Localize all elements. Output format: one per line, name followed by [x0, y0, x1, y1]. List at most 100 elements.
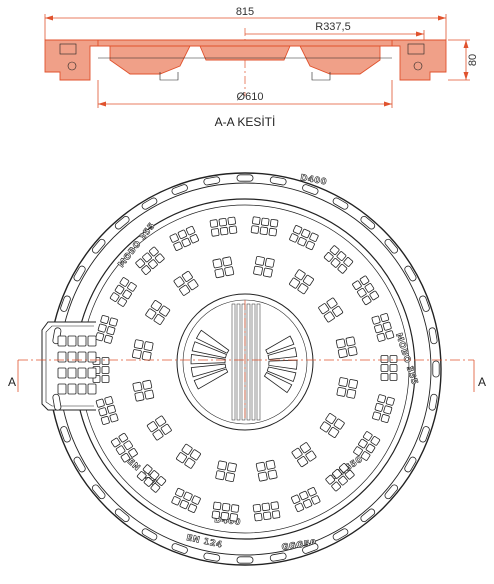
grid-cell	[325, 474, 336, 485]
section-marker-left: A	[8, 375, 16, 389]
grid-cell	[181, 443, 193, 455]
grid-pad	[215, 460, 237, 483]
grid-cell	[175, 487, 185, 498]
grid-cell	[214, 268, 225, 279]
grid-pad	[135, 246, 165, 275]
grid-cell	[221, 502, 231, 512]
frame-slot	[91, 238, 106, 254]
grid-cell	[101, 366, 110, 374]
grid-cell	[291, 447, 303, 459]
grid-cell	[229, 513, 238, 522]
grid-cell	[228, 225, 238, 235]
frame-slot	[404, 265, 417, 282]
grid-cell	[101, 357, 110, 365]
hinge-grid-cell	[57, 367, 67, 379]
grid-cell	[347, 346, 358, 357]
grid-cell	[115, 445, 126, 455]
grid-cell	[301, 228, 311, 239]
frame-slot	[302, 543, 319, 554]
frame-slot	[203, 552, 221, 562]
grid-cell	[271, 510, 281, 519]
grid-cell	[371, 315, 381, 325]
grid-cell	[264, 257, 275, 268]
grid-pad	[291, 442, 317, 468]
grid-cell	[262, 267, 273, 278]
grid-cell	[110, 437, 121, 448]
grid-cell	[365, 443, 376, 454]
grid-cell	[141, 351, 152, 361]
grid-cell	[329, 245, 340, 256]
grid-cell	[289, 277, 301, 289]
grid-cell	[358, 438, 368, 449]
grid-cell	[230, 504, 240, 513]
grid-cell	[385, 396, 395, 406]
grid-cell	[299, 490, 309, 501]
grid-cell	[97, 323, 107, 333]
grid-cell	[209, 219, 219, 228]
grid-cell	[254, 512, 263, 522]
hinge-grid-cell	[77, 335, 87, 347]
hinge-grid-cell	[87, 335, 97, 347]
height-label: 80	[467, 54, 479, 66]
grid-cell	[185, 225, 196, 236]
grid-cell	[311, 495, 321, 505]
width-dimension: 815	[44, 6, 447, 40]
grid-cell	[134, 391, 145, 402]
grid-cell	[106, 404, 116, 414]
grid-pad	[171, 487, 201, 513]
frame-slot	[60, 295, 71, 312]
grid-cell	[380, 355, 389, 363]
grid-cell	[211, 510, 221, 520]
frame-slot	[302, 184, 319, 195]
grid-pad	[146, 415, 172, 441]
frame-slot	[91, 484, 106, 500]
logo-fan-segment	[195, 329, 230, 354]
hinge-grid-cell	[87, 383, 97, 395]
grid-cell	[144, 389, 155, 400]
grid-cell	[325, 413, 337, 425]
grid-cell	[109, 292, 120, 302]
grid-cell	[323, 311, 335, 323]
grid-cell	[336, 251, 347, 261]
grid-cell	[142, 379, 153, 390]
hinge-grid-cell	[67, 367, 77, 379]
hinge-grid-cell	[67, 351, 77, 363]
grid-pad	[132, 379, 155, 402]
grid-cell	[361, 295, 372, 306]
grid-cell	[294, 502, 305, 513]
frame-slot	[360, 508, 376, 523]
grid-cell	[160, 423, 172, 435]
grid-pad	[319, 413, 345, 438]
grid-pad	[291, 487, 321, 513]
grid-cell	[336, 386, 347, 397]
grid-cell	[109, 413, 119, 423]
logo-fan-segment	[190, 363, 227, 378]
grid-cell	[265, 459, 276, 470]
grid-cell	[123, 440, 133, 451]
logo-right-segment	[266, 366, 297, 383]
grid-pad	[353, 431, 381, 461]
grid-cell	[326, 297, 338, 309]
grid-cell	[261, 502, 271, 512]
frame-slot	[269, 552, 287, 562]
grid-pad	[136, 464, 167, 493]
frame-slot	[360, 215, 376, 230]
grid-cell	[360, 451, 371, 461]
logo-stripe	[231, 303, 236, 421]
grid-cell	[169, 233, 179, 243]
grid-cell	[382, 321, 392, 331]
grid-pad	[318, 297, 344, 323]
grid-cell	[215, 470, 226, 481]
grid-cell	[224, 266, 235, 277]
grid-cell	[297, 237, 307, 247]
grid-pad	[250, 216, 279, 237]
grid-cell	[332, 468, 342, 479]
grid-cell	[255, 255, 265, 266]
section-profile	[44, 39, 447, 81]
grid-cell	[385, 330, 395, 340]
grid-cell	[148, 259, 158, 270]
grid-cell	[95, 332, 105, 342]
grid-cell	[376, 332, 386, 342]
frame-slot	[171, 184, 188, 195]
grid-cell	[179, 284, 191, 296]
